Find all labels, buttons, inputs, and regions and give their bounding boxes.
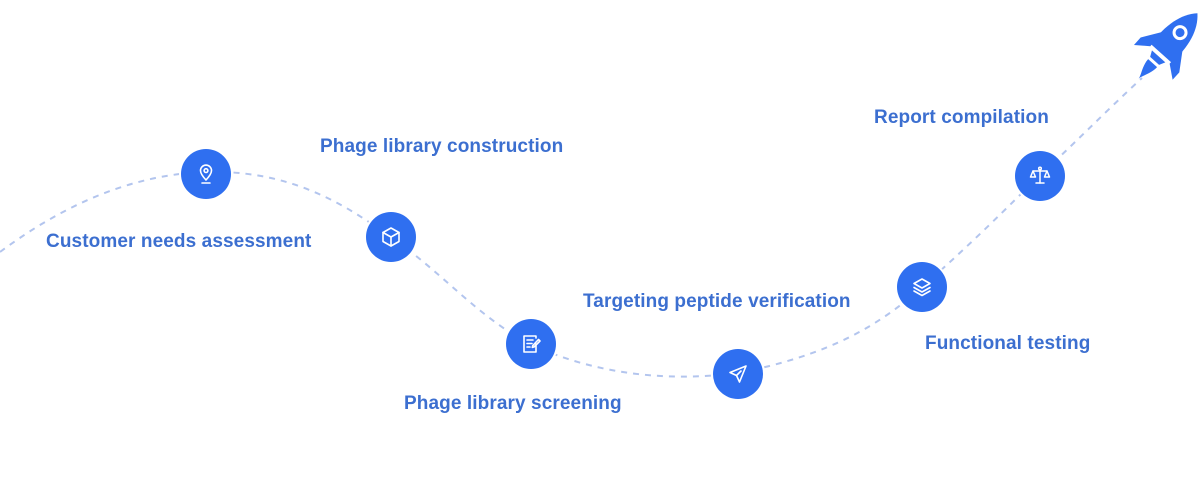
paper-plane-icon xyxy=(729,365,747,383)
layers-icon xyxy=(913,278,931,297)
step-6-label: Report compilation xyxy=(874,107,1049,128)
step-2-label: Phage library construction xyxy=(320,136,564,157)
step-3-label: Phage library screening xyxy=(404,393,622,414)
step-5-label: Functional testing xyxy=(925,333,1091,354)
step-4-icon-circle xyxy=(713,349,763,399)
location-pin-icon xyxy=(199,164,213,184)
document-edit-icon xyxy=(523,335,541,353)
rocket-icon xyxy=(1133,13,1198,80)
step-4-label: Targeting peptide verification xyxy=(583,291,851,312)
step-6-icon-circle xyxy=(1015,151,1065,201)
cube-icon xyxy=(382,227,400,247)
balance-scale-icon xyxy=(1029,166,1051,184)
step-1-label: Customer needs assessment xyxy=(46,231,312,252)
step-1-icon-circle xyxy=(181,149,231,199)
step-2-icon-circle xyxy=(366,212,416,262)
step-5-icon-circle xyxy=(897,262,947,312)
step-3-icon-circle xyxy=(506,319,556,369)
